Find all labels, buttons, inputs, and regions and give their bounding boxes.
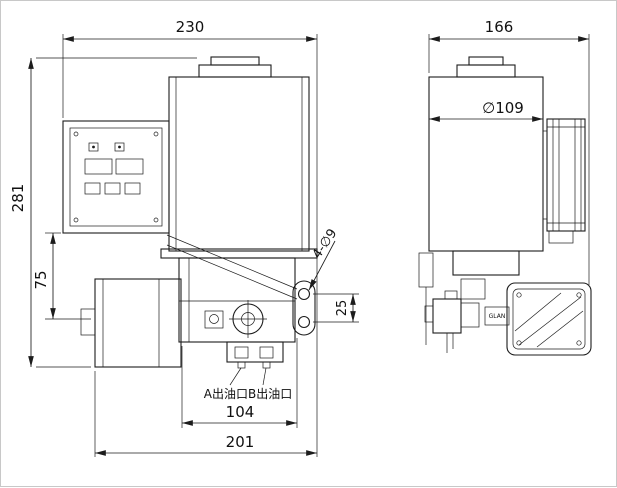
dim-side-overall-width: 166	[428, 18, 590, 285]
display-window	[84, 158, 113, 175]
cover-screw	[516, 340, 522, 346]
dim-hole-spacing-label: 25	[335, 300, 350, 317]
dim-barrel-diameter: ∅109	[429, 99, 543, 122]
dim-body-width-label: 104	[226, 403, 255, 421]
dim-overall-width-label: 230	[176, 18, 205, 36]
outlet-ports-label: A出油口B出油口	[204, 387, 292, 401]
reservoir	[168, 56, 310, 252]
panel-button	[124, 182, 141, 195]
panel-screw	[73, 131, 79, 137]
nameplate	[484, 306, 510, 326]
reservoir-cap	[198, 64, 272, 78]
valve-assembly	[432, 298, 462, 334]
cover-screw	[576, 292, 582, 298]
mounting-hole	[297, 315, 311, 329]
display-window	[115, 158, 144, 175]
panel-button	[104, 182, 121, 195]
dim-side-overall-width-label: 166	[485, 18, 514, 36]
terminal-box-inner	[512, 288, 586, 350]
outlet-port-b	[259, 346, 274, 359]
front-dimensions: 230 281 75 4-∅9 25	[9, 18, 359, 457]
dim-overall-height-label: 281	[9, 184, 27, 213]
outlet-port-a	[234, 346, 249, 359]
dim-hole-spacing: 25	[313, 293, 359, 323]
outlet-block	[226, 341, 284, 363]
front-view: 230 281 75 4-∅9 25	[9, 18, 359, 457]
terminal-box-cover	[506, 282, 592, 356]
dim-base-width-label: 201	[226, 433, 255, 451]
terminal-box: GLAN	[484, 282, 592, 356]
motor	[80, 278, 182, 368]
panel-screw	[73, 217, 79, 223]
cover-screw	[516, 292, 522, 298]
control-panel-outer	[62, 120, 170, 234]
dim-overall-height: 281	[9, 57, 197, 368]
reservoir-body	[168, 76, 310, 252]
indicator-light	[114, 142, 125, 152]
nameplate-label: GLAN	[489, 313, 506, 320]
mounting-plate	[160, 248, 318, 259]
control-panel-face	[69, 127, 163, 227]
reservoir-cap-knob	[210, 56, 260, 66]
pump-assembly	[160, 234, 318, 386]
side-pump-body	[418, 250, 520, 353]
mounting-hole	[297, 287, 311, 301]
side-bracket	[543, 118, 586, 244]
indicator-light	[88, 142, 99, 152]
side-reservoir	[428, 56, 544, 252]
side-view: GLAN 166 ∅109	[418, 18, 592, 356]
support-brace	[166, 244, 298, 300]
side-dimensions: 166 ∅109	[428, 18, 590, 285]
panel-screw	[153, 217, 159, 223]
support-brace	[166, 234, 298, 290]
outlet-leader-b	[262, 367, 267, 386]
dim-barrel-diameter-label: ∅109	[482, 99, 524, 117]
motor-body	[94, 278, 182, 368]
dim-body-width: 104	[181, 338, 298, 428]
side-reservoir-cap-knob	[468, 56, 504, 66]
cover-screw	[576, 340, 582, 346]
dim-panel-to-center-label: 75	[32, 270, 50, 289]
dim-mounting-holes-label: 4-∅9	[310, 226, 341, 261]
panel-button	[84, 182, 101, 195]
dim-overall-width: 230	[62, 18, 318, 457]
outlet-leader-a	[229, 367, 242, 386]
motor-junction-box	[80, 308, 96, 336]
side-port-block	[204, 310, 224, 329]
side-pump-block	[452, 250, 520, 276]
dim-base-width: 201	[94, 371, 317, 457]
panel-screw	[153, 131, 159, 137]
side-reservoir-cap	[456, 64, 516, 78]
side-flange	[418, 252, 434, 288]
mounting-ear	[292, 280, 316, 336]
control-panel	[62, 120, 170, 234]
dim-panel-to-center: 75	[32, 232, 91, 320]
